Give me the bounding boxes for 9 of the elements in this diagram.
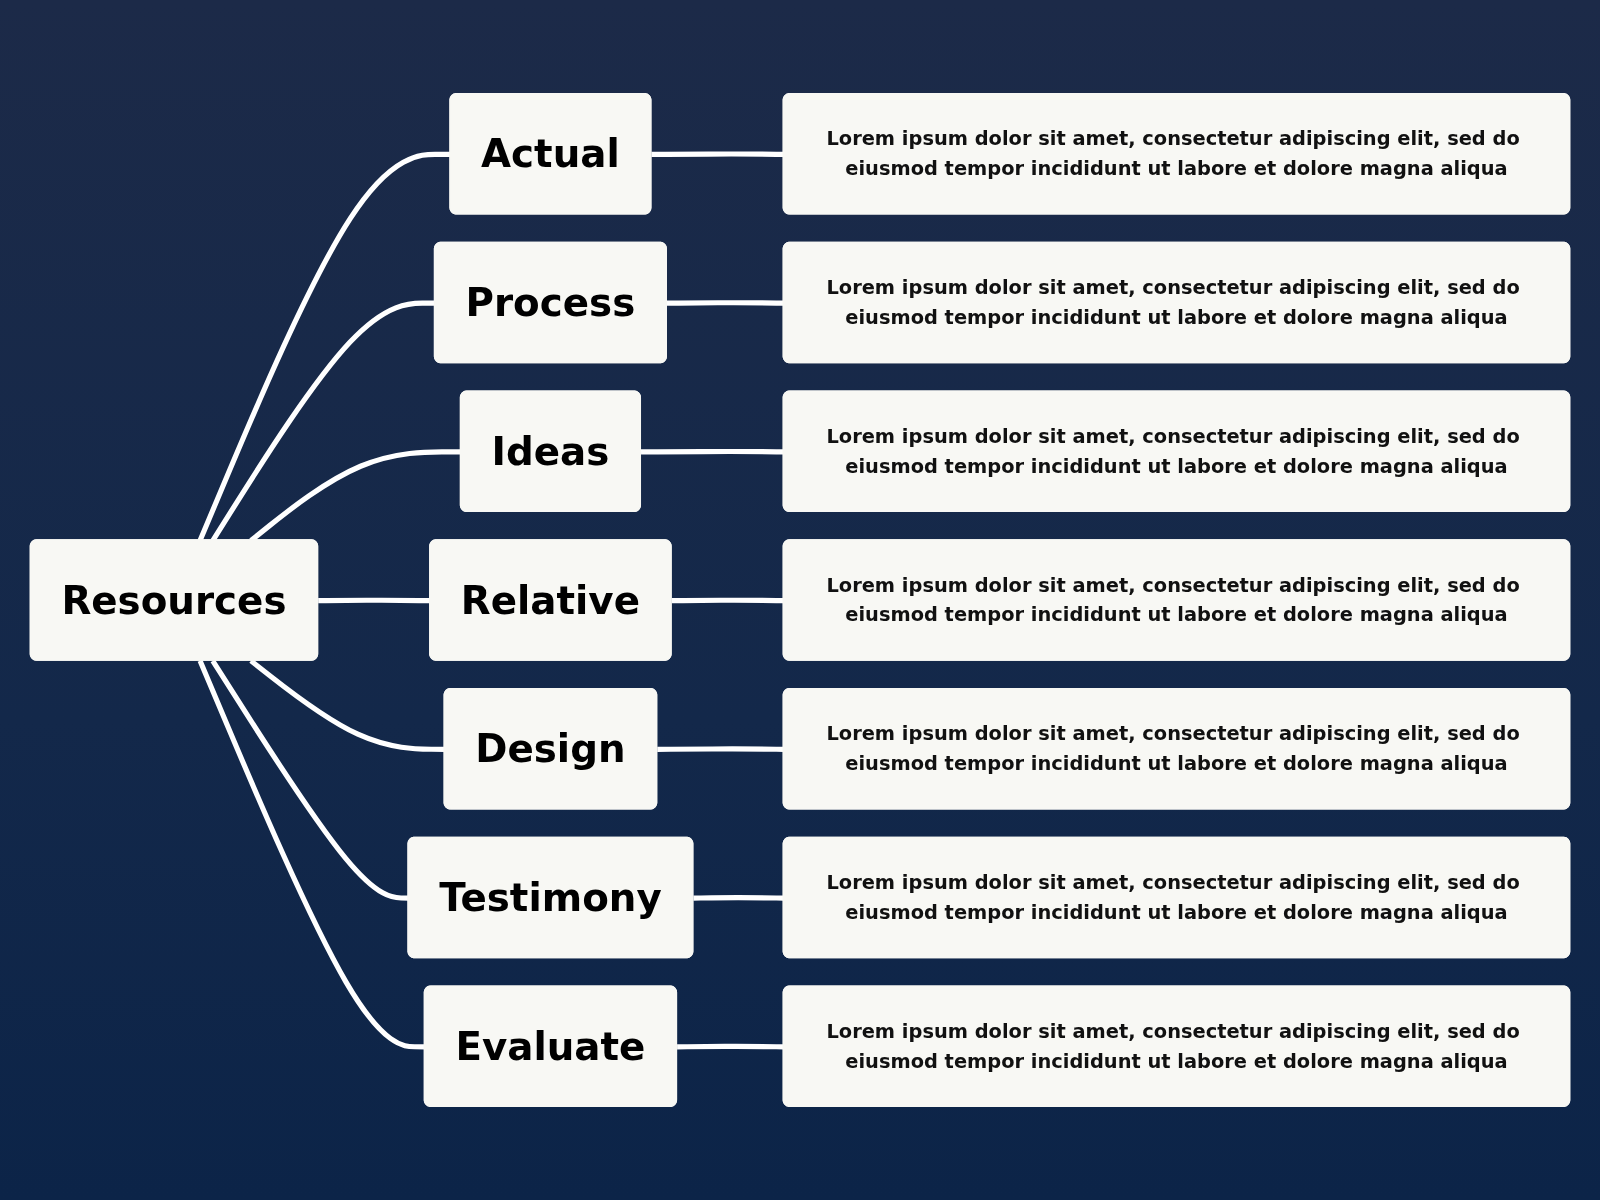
connector bbox=[318, 597, 431, 604]
connector bbox=[693, 895, 784, 901]
connector bbox=[210, 659, 409, 901]
connector bbox=[671, 597, 784, 604]
connector bbox=[677, 1043, 784, 1050]
connector bbox=[657, 746, 784, 752]
connector bbox=[641, 448, 784, 455]
connector bbox=[666, 300, 784, 306]
connector bbox=[651, 151, 784, 158]
